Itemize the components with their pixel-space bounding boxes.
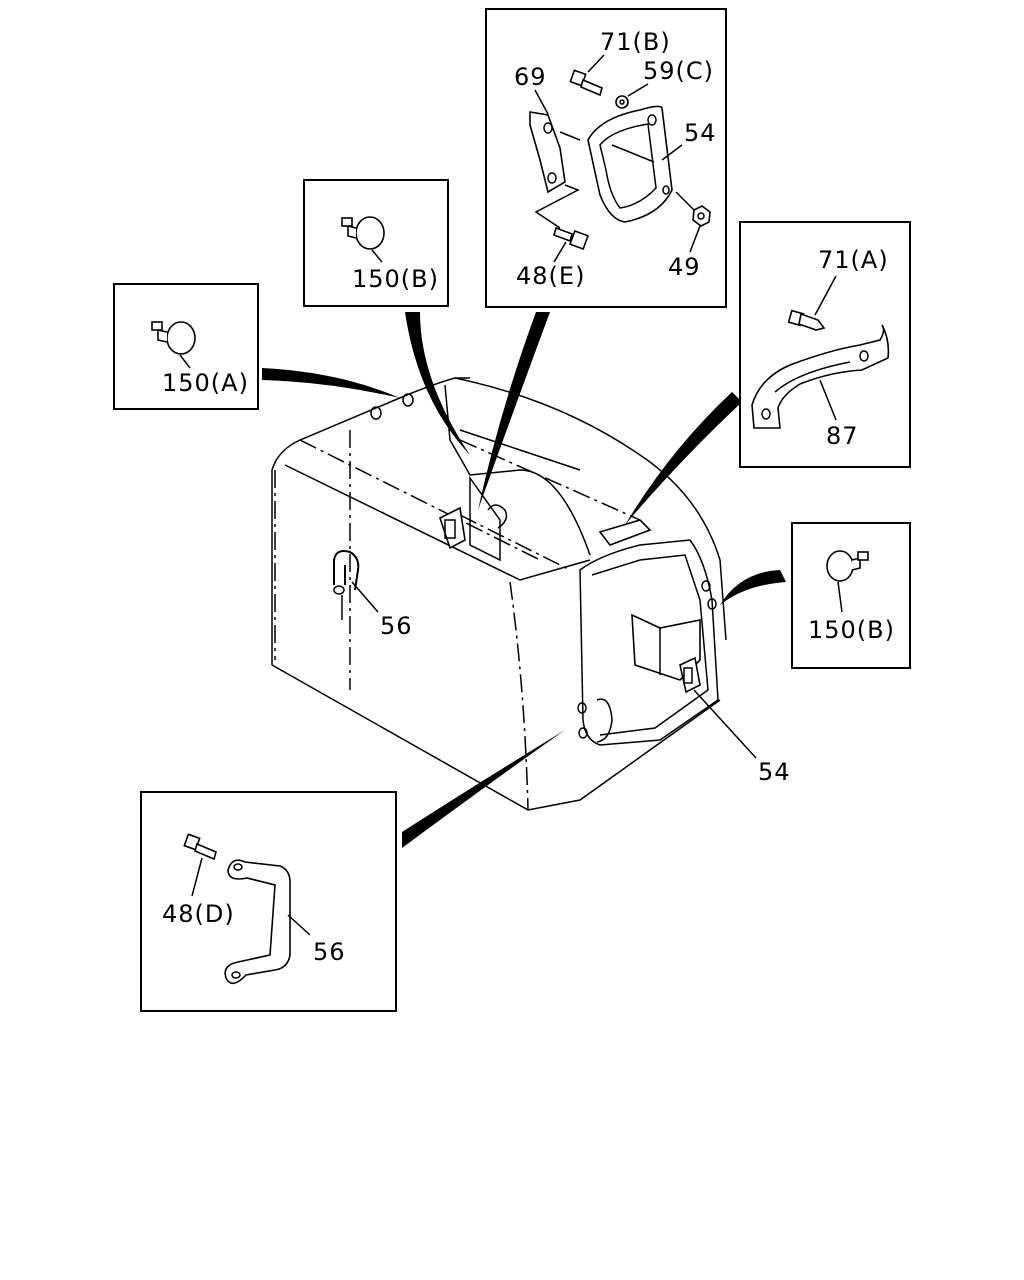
inset-bracket-assembly: 71(B) 59(C) 69 54 bbox=[485, 8, 727, 308]
label-59c: 59(C) bbox=[643, 57, 714, 85]
label-48e: 48(E) bbox=[516, 262, 585, 290]
label-150b-top: 150(B) bbox=[352, 265, 439, 293]
cab-body bbox=[271, 377, 727, 811]
label-56-body: 56 bbox=[380, 612, 413, 640]
bolt-48d-icon bbox=[183, 833, 217, 861]
strap-56-icon bbox=[224, 859, 291, 985]
label-150a: 150(A) bbox=[162, 369, 249, 397]
bolt-71b-icon bbox=[569, 69, 603, 97]
label-49: 49 bbox=[668, 253, 701, 281]
label-71b: 71(B) bbox=[600, 28, 671, 56]
strap-87-icon bbox=[751, 324, 890, 429]
inset-clip-150b-top: 150(B) bbox=[303, 179, 449, 307]
washer-59c-icon bbox=[615, 95, 629, 109]
callout-wedges bbox=[262, 312, 786, 848]
nut-49-icon bbox=[692, 205, 711, 227]
clip-150b-right-icon bbox=[826, 550, 869, 582]
label-87: 87 bbox=[826, 422, 859, 450]
label-54-body: 54 bbox=[758, 758, 791, 786]
label-56-inset: 56 bbox=[313, 938, 346, 966]
inset-clip-150a: 150(A) bbox=[113, 283, 259, 410]
label-150b-right: 150(B) bbox=[808, 616, 895, 644]
clip-150a-icon bbox=[151, 321, 196, 355]
clip-150b-top-icon bbox=[341, 216, 385, 250]
screw-71a-icon bbox=[787, 309, 826, 331]
bracket-69-icon bbox=[529, 111, 566, 194]
inset-strap-56: 48(D) 56 bbox=[140, 791, 397, 1012]
label-48d: 48(D) bbox=[162, 900, 235, 928]
inset-clip-150b-right: 150(B) bbox=[791, 522, 911, 669]
inset-strap-87: 71(A) 87 bbox=[739, 221, 911, 468]
bolt-48e-icon bbox=[553, 226, 589, 250]
label-71a: 71(A) bbox=[818, 246, 889, 274]
bracket-54-icon bbox=[587, 105, 673, 223]
label-54-inset: 54 bbox=[684, 119, 717, 147]
label-69: 69 bbox=[514, 63, 547, 91]
